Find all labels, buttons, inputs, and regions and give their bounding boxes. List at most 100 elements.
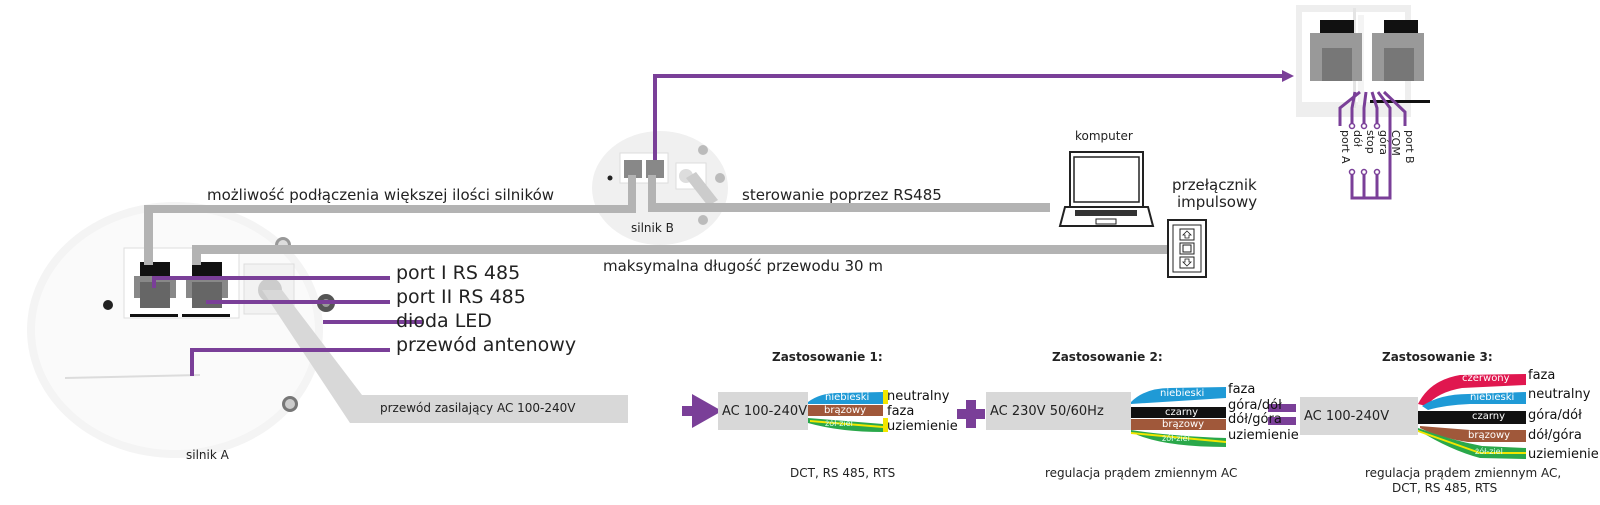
wire-brown <box>1420 426 1526 442</box>
connector-link-line <box>653 74 1282 160</box>
app1-wire-color: brązowy <box>824 405 867 416</box>
wire-black <box>1131 407 1226 418</box>
pin-wires <box>1338 90 1407 200</box>
pin-dot <box>1373 168 1381 176</box>
cable-more-motors <box>144 205 634 213</box>
computer-label: komputer <box>1075 129 1133 143</box>
pin-label-com: COM <box>1389 130 1402 156</box>
cable-rs485-control <box>648 203 1050 212</box>
wire-blue <box>808 392 883 404</box>
app3-title: Zastosowanie 3: <box>1382 350 1493 364</box>
screw-icon <box>698 215 708 225</box>
wire-yellow-stripe <box>810 420 883 428</box>
wire-blue <box>1131 387 1226 404</box>
rj-port-icon <box>646 160 664 178</box>
power-cable <box>262 290 628 423</box>
wire-black <box>1418 411 1526 424</box>
arrow-head-icon <box>1282 70 1294 82</box>
switch-label-line2: impulsowy <box>1177 193 1258 211</box>
wire-blue <box>1422 392 1526 410</box>
app2-usage: regulacja prądem zmiennym AC <box>1045 466 1238 480</box>
callout-port-1: port I RS 485 <box>396 262 521 284</box>
pin-label-stop: stop <box>1364 130 1377 154</box>
app3-wire-color: czarny <box>1472 411 1506 422</box>
callout-port-2: port II RS 485 <box>396 286 526 308</box>
callout-line-antenna <box>190 348 390 376</box>
pin-dot <box>1360 122 1368 130</box>
app2-wire-function: faza <box>1228 382 1256 397</box>
app3-wire-color: czerwony <box>1462 373 1510 384</box>
app1-wire-function: faza <box>887 404 915 419</box>
motor-b-label: silnik B <box>631 221 674 235</box>
callout-line-port-1 <box>152 276 390 288</box>
app2-wire-color: brązowy <box>1162 419 1205 430</box>
motor-b-hole <box>607 175 613 181</box>
app2-wire-function: góra/dół <box>1228 398 1282 413</box>
wire-tip <box>883 418 888 432</box>
app3-wire-function: faza <box>1528 368 1556 383</box>
wire-tip <box>883 390 888 404</box>
wire-green <box>1418 428 1526 459</box>
motor-a-label: silnik A <box>186 448 229 462</box>
cable-label-more-motors: możliwość podłączenia większej ilości si… <box>207 186 555 204</box>
rj-connector-detail <box>1296 5 1430 117</box>
motor-b-cable-stub <box>686 172 718 206</box>
wire-yellow-stripe <box>1418 430 1526 454</box>
app1-wire-color: żół-ziel <box>825 419 853 428</box>
app1-title: Zastosowanie 1: <box>772 350 883 364</box>
pin-label-down: dół <box>1351 130 1364 147</box>
wire-brown <box>808 405 883 416</box>
pin-dot <box>1348 122 1356 130</box>
app2-wire-color: czarny <box>1165 407 1199 418</box>
app3-wire-function: uziemienie <box>1528 447 1599 462</box>
cable-max-length-vertical <box>192 245 201 265</box>
app2-wire-color: żół-ziel <box>1162 434 1190 443</box>
down-arrow-icon <box>1179 256 1195 269</box>
callout-antenna: przewód antenowy <box>396 334 577 356</box>
cable-label-power: przewód zasilający AC 100-240V <box>380 401 576 415</box>
cable-rs485-b <box>648 175 656 211</box>
cable-label-max-length: maksymalna długość przewodu 30 m <box>603 257 883 275</box>
wire-red <box>1418 374 1526 406</box>
app3-usage-line2: DCT, RS 485, RTS <box>1392 481 1498 495</box>
cable-max-length <box>192 245 1170 254</box>
app2-wires <box>1131 387 1226 447</box>
app1-wire-color: niebieski <box>825 392 870 403</box>
stop-square-icon <box>1179 242 1195 255</box>
app1-usage: DCT, RS 485, RTS <box>790 466 896 480</box>
computer-icon <box>1058 151 1155 227</box>
cable-more-motors-b <box>628 175 636 213</box>
app2-supply: AC 230V 50/60Hz <box>986 392 1131 430</box>
arrow-right-icon <box>682 394 722 428</box>
cable-label-rs485: sterowanie poprzez RS485 <box>742 186 942 204</box>
up-arrow-icon <box>1179 228 1195 241</box>
app1-wire-function: uziemienie <box>887 419 958 434</box>
motor-a-hole <box>103 300 113 310</box>
app3-wire-color: brązowy <box>1468 430 1511 441</box>
callout-line-led <box>323 320 422 324</box>
wire-brown <box>1131 419 1226 430</box>
app2-wire-function: dół/góra <box>1228 412 1282 427</box>
pin-dot <box>1348 168 1356 176</box>
callout-led: dioda LED <box>396 310 492 332</box>
app3-wire-function: dół/góra <box>1528 428 1582 443</box>
rj-port-icon <box>624 160 642 178</box>
app3-wire-color: niebieski <box>1470 392 1515 403</box>
plus-icon <box>957 400 985 428</box>
app2-title: Zastosowanie 2: <box>1052 350 1163 364</box>
app2-wire-function: uziemienie <box>1228 428 1299 443</box>
equals-icon <box>1268 404 1296 425</box>
app3-wire-color: żół-ziel <box>1475 447 1503 456</box>
app3-wires <box>1418 374 1526 459</box>
pin-dot <box>1360 168 1368 176</box>
app1-wire-function: neutralny <box>887 389 950 404</box>
pin-dot <box>1373 122 1381 130</box>
screw-icon <box>282 396 298 412</box>
pin-label-port-b: port B <box>1403 130 1416 164</box>
app3-wire-function: neutralny <box>1528 387 1591 402</box>
app3-supply: AC 100-240V <box>1300 397 1418 435</box>
app3-wire-function: góra/dół <box>1528 408 1582 423</box>
app1-wires <box>808 390 888 432</box>
app1-supply: AC 100-240V <box>718 392 808 430</box>
